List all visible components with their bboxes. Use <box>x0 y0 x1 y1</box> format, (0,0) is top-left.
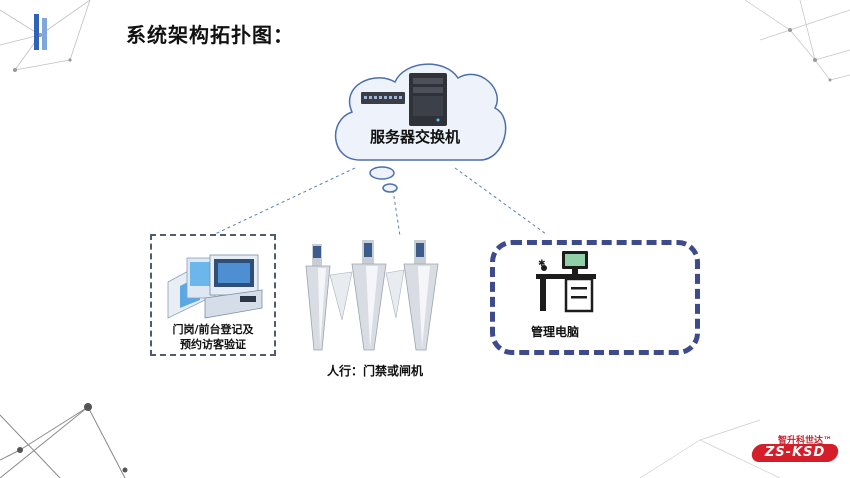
brand-logo: 智升科世达™ ZS-KSD <box>748 433 843 465</box>
kiosk-label-line1: 门岗/前台登记及 <box>172 323 254 336</box>
cloud-label: 服务器交换机 <box>369 128 460 146</box>
server-tower-icon <box>409 73 447 126</box>
turnstile-gates-icon <box>305 240 439 351</box>
brand-name-en: ZS-KSD <box>764 445 826 460</box>
pc-dashed-box <box>490 240 700 355</box>
connector-lines <box>214 167 547 237</box>
gate-label: 人行：门禁或闸机 <box>326 364 423 378</box>
kiosk-label-line2: 预约访客验证 <box>180 338 246 351</box>
management-pc-icon: ✱ <box>536 251 596 313</box>
svg-text:✱: ✱ <box>538 259 546 269</box>
kiosk-terminal-icon <box>167 254 263 319</box>
kiosk-label: 门岗/前台登记及 预约访客验证 <box>152 322 274 352</box>
kiosk-dashed-box <box>150 234 276 356</box>
brand-logo-badge: ZS-KSD <box>750 444 840 462</box>
pc-label: 管理电脑 <box>530 325 579 339</box>
brand-name-cn: 智升科世达™ <box>778 436 833 446</box>
title-accent-icon <box>34 14 47 50</box>
network-switch-icon <box>361 92 405 104</box>
page-title: 系统架构拓扑图： <box>126 23 294 47</box>
